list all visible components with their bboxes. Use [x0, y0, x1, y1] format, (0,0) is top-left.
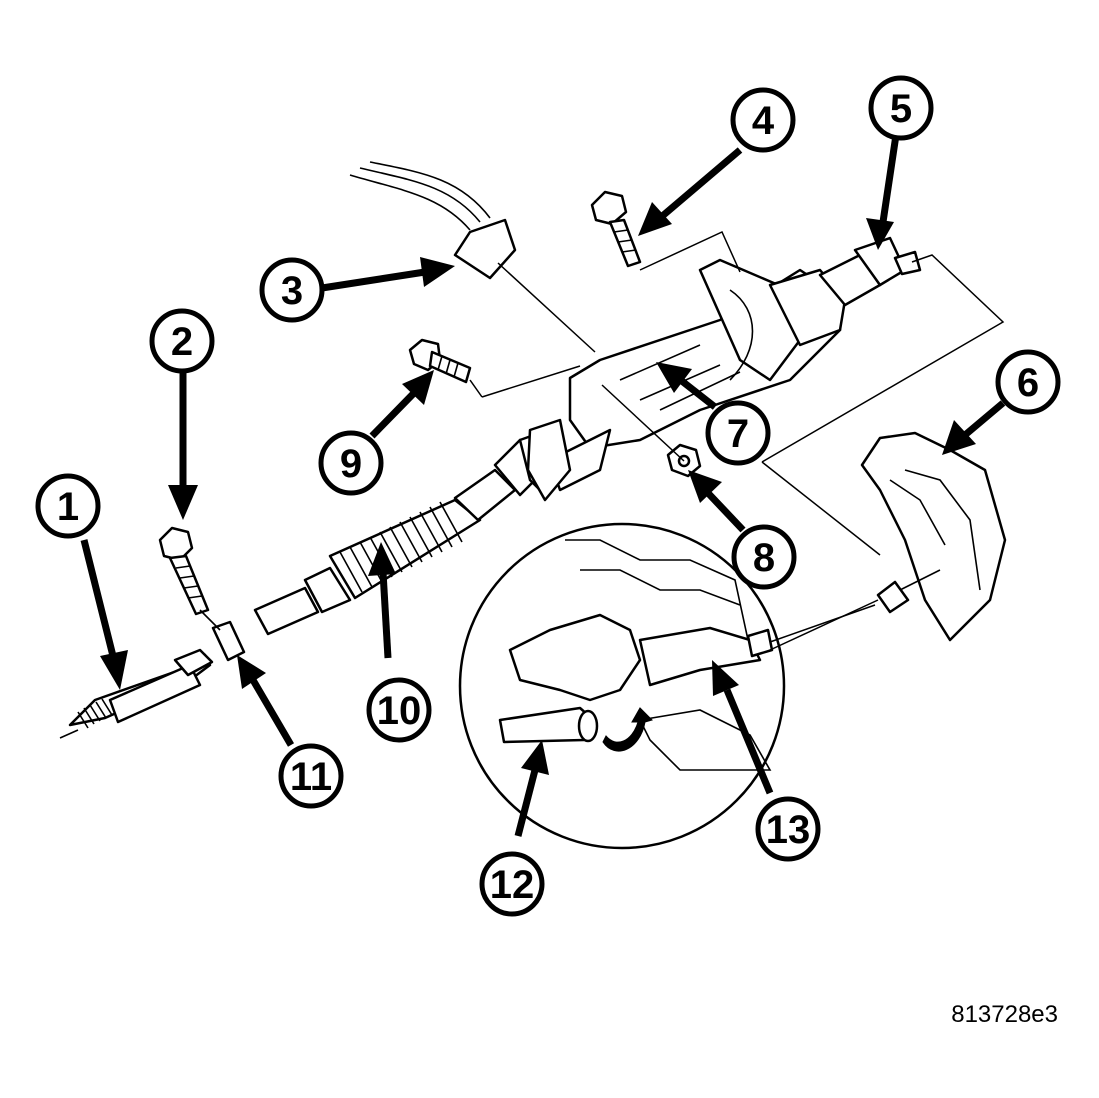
callout-label-10: 10 [377, 689, 422, 733]
callout-label-7: 7 [727, 412, 749, 456]
callout-5: 5 [868, 75, 934, 141]
callout-7: 7 [705, 400, 771, 466]
callout-3: 3 [259, 257, 325, 323]
callout-10: 10 [366, 677, 432, 743]
callout-4: 4 [730, 87, 796, 153]
callout-11: 11 [278, 743, 344, 809]
callout-label-12: 12 [490, 863, 535, 907]
callout-label-9: 9 [340, 442, 362, 486]
callout-label-2: 2 [171, 320, 193, 364]
callout-label-11: 11 [290, 755, 332, 799]
bolt-part-2 [158, 526, 210, 616]
lower-shaft-part [59, 648, 214, 739]
callout-1: 1 [35, 473, 101, 539]
figure-id-label: 813728e3 [951, 1001, 1058, 1028]
callout-label-1: 1 [57, 485, 79, 529]
bolt-part-9 [408, 338, 472, 384]
callout-label-3: 3 [281, 269, 303, 313]
callout-arrows [80, 134, 1006, 837]
callout-9: 9 [318, 430, 384, 496]
callout-6: 6 [995, 349, 1061, 415]
callout-label-4: 4 [752, 99, 775, 143]
callout-label-6: 6 [1017, 361, 1039, 405]
bolt-part-4 [590, 190, 642, 268]
clip-part-11 [199, 609, 246, 662]
callout-13: 13 [755, 796, 821, 862]
steering-column-body [526, 236, 922, 502]
callout-8: 8 [731, 524, 797, 590]
callout-label-8: 8 [753, 536, 775, 580]
wire-harness-part [349, 161, 517, 280]
callout-label-5: 5 [890, 87, 912, 131]
leader-lines [469, 231, 1005, 651]
callout-label-13: 13 [766, 808, 811, 852]
callout-2: 2 [149, 308, 215, 374]
callout-12: 12 [479, 851, 545, 917]
shroud-part-6 [860, 431, 1007, 642]
